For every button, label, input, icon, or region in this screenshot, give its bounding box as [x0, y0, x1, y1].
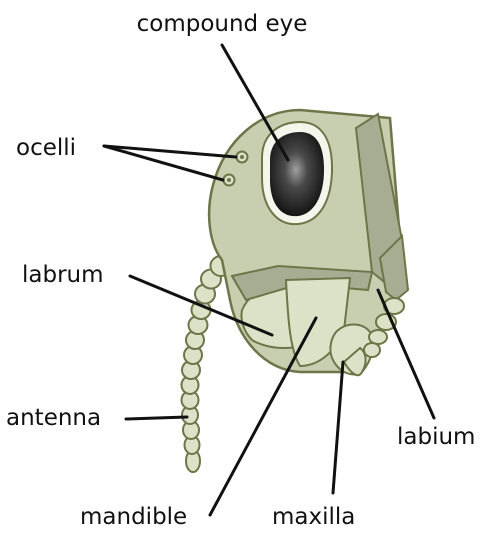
leader-maxilla: [333, 362, 343, 493]
label-labrum: labrum: [22, 262, 104, 288]
label-labium: labium: [397, 424, 475, 450]
ocellus-lower-center: [227, 178, 231, 182]
label-ocelli: ocelli: [16, 135, 76, 161]
label-mandible: mandible: [80, 504, 187, 529]
label-antenna: antenna: [6, 405, 101, 431]
ocellus-upper-center: [240, 155, 244, 159]
leader-labium: [378, 290, 434, 418]
leader-antenna: [126, 417, 187, 419]
label-compound-eye: compound eye: [137, 11, 308, 37]
label-maxilla: maxilla: [272, 504, 355, 529]
